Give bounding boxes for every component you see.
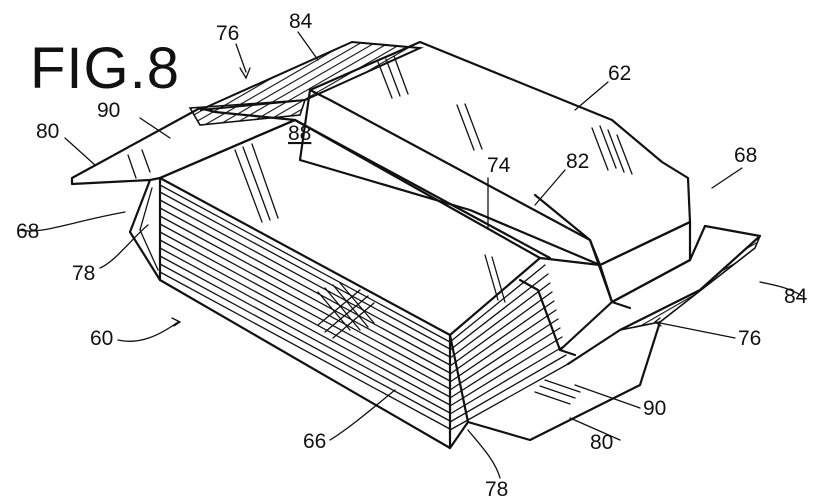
label-84-right: 84 xyxy=(784,285,808,308)
label-68-left: 68 xyxy=(16,220,39,243)
label-60: 60 xyxy=(90,327,113,350)
right-end-seal xyxy=(448,224,762,450)
label-80-right: 80 xyxy=(590,431,613,454)
label-90-left: 90 xyxy=(97,99,120,122)
label-82: 82 xyxy=(566,150,589,173)
package-front-block xyxy=(158,118,692,450)
label-62: 62 xyxy=(608,62,631,85)
top-end-flap xyxy=(199,40,424,111)
package-top-surface xyxy=(298,40,692,267)
label-80-left: 80 xyxy=(36,120,59,143)
label-78-bottom: 78 xyxy=(485,478,508,501)
label-84-top: 84 xyxy=(289,10,313,33)
left-end-seal xyxy=(70,99,307,282)
label-68-right: 68 xyxy=(734,144,757,167)
label-66: 66 xyxy=(303,430,326,453)
reference-labels: 76 84 62 80 90 88 74 82 68 68 78 84 76 6… xyxy=(16,10,808,501)
leader-lines xyxy=(19,31,803,479)
label-76-top: 76 xyxy=(216,22,239,45)
label-78-left: 78 xyxy=(72,262,95,285)
label-90-right: 90 xyxy=(643,397,666,420)
figure-title: FIG.8 xyxy=(30,36,180,101)
label-74: 74 xyxy=(487,154,511,177)
label-76-right: 76 xyxy=(738,327,761,350)
label-88: 88 xyxy=(288,122,311,145)
